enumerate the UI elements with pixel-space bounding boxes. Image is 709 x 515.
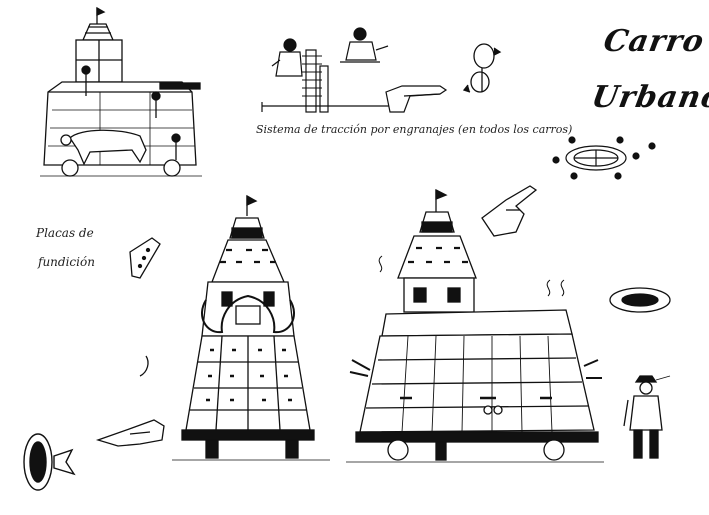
title-line-2: Urbano: [588, 80, 709, 115]
compass-rose-icon: [552, 136, 656, 180]
rotation-arrows-icon: [462, 43, 502, 93]
pointing-hand-bottom-icon: [95, 419, 165, 447]
round-shield-icon: [23, 433, 76, 491]
gear-system-caption: Sistema de tracción por engranajes (en t…: [256, 123, 573, 136]
gear-traction-sketch: [261, 27, 448, 113]
oval-cannon-port-icon: [609, 287, 671, 313]
cutaway-tower-wagon: [40, 6, 202, 177]
soldier-figure: [623, 375, 671, 459]
title-line-1: Carro: [600, 24, 708, 59]
small-hook-icon: [139, 355, 149, 377]
pointing-hand-icon: [481, 185, 538, 237]
plates-caption-line-2: fundición: [38, 255, 95, 269]
plates-caption-line-1: Placas de: [36, 226, 94, 240]
side-view-tower-wagon: [346, 188, 604, 463]
casting-plate-icon: [129, 237, 161, 279]
front-view-tower-wagon: [172, 194, 330, 461]
